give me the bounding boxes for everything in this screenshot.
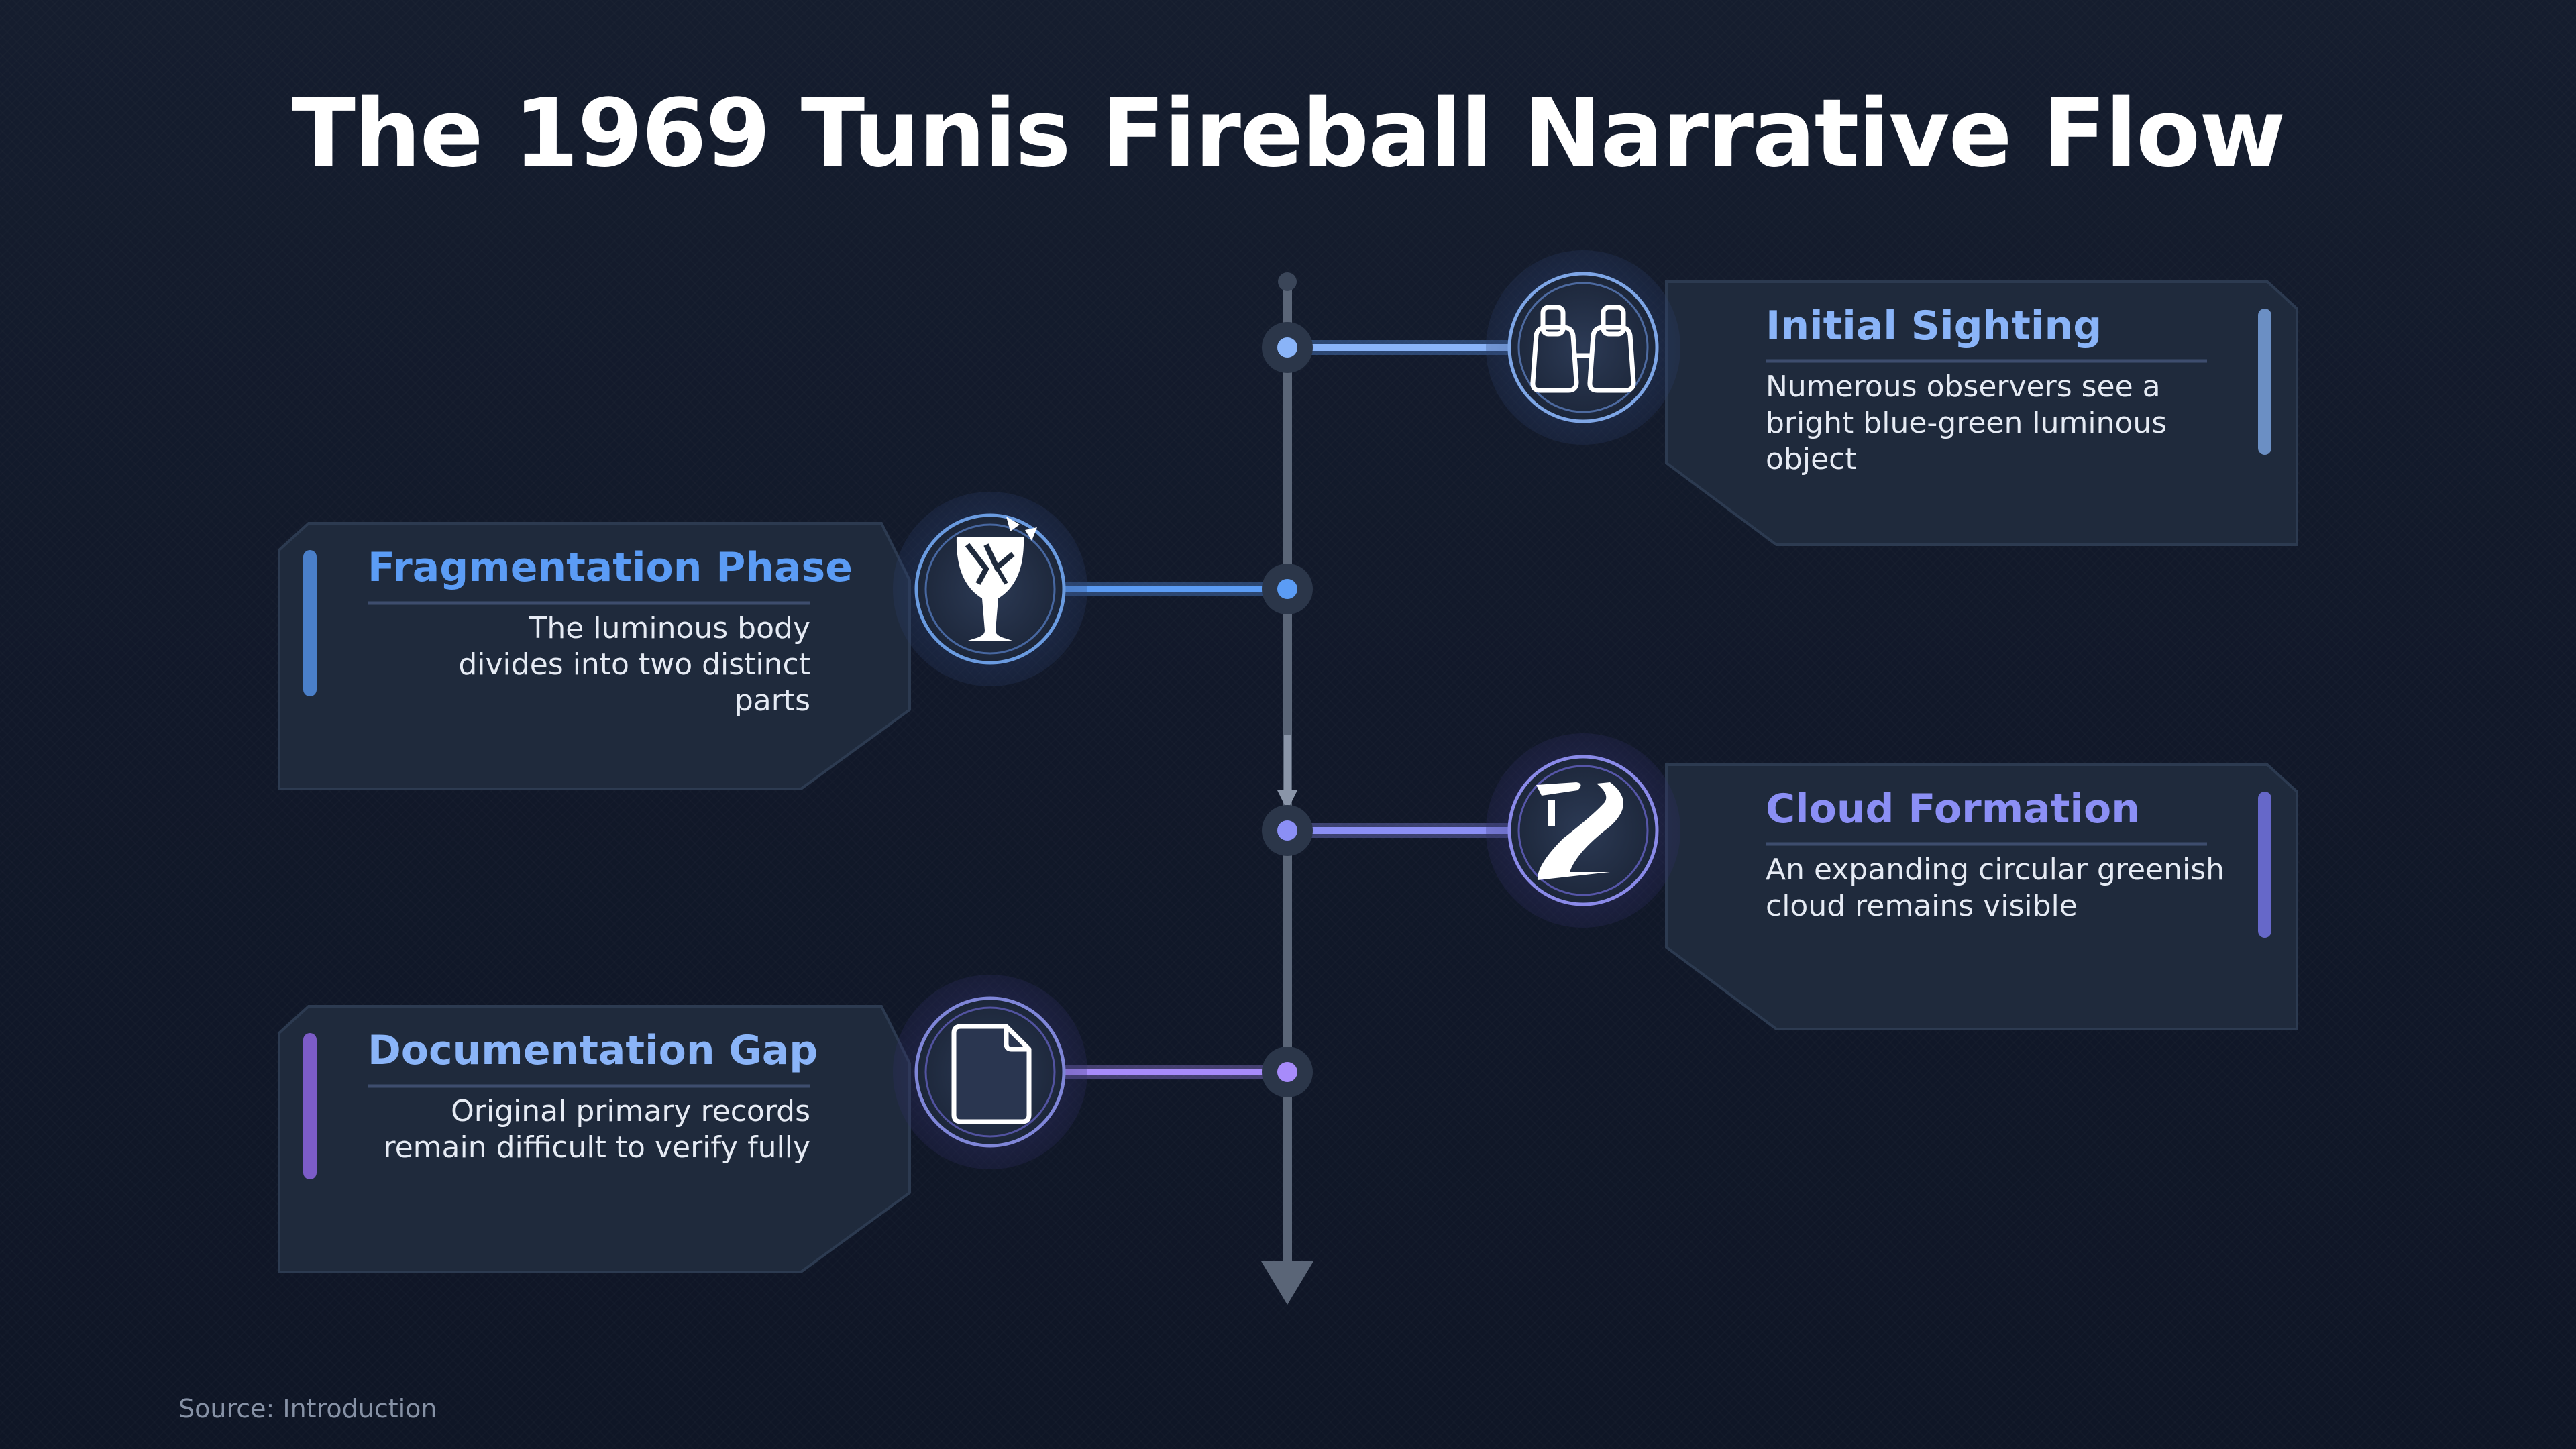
card-initial-sighting [1665,280,2298,546]
card-accent-bar [2258,309,2271,455]
step-title: Initial Sighting [1766,303,2102,350]
card-documentation-gap [278,1005,911,1273]
card-fragmentation-phase [278,522,911,790]
axis-mid-arrow-icon [1277,790,1297,810]
step-initial-sighting [1262,250,2298,546]
step-description: Numerous observers see a bright blue-gre… [1766,370,2167,476]
card-text-fragmentation-phase: Fragmentation Phase The luminous body di… [368,541,853,719]
step-description: Original primary records remain difficul… [383,1094,810,1165]
step-description: An expanding circular greenish cloud rem… [1766,853,2225,923]
step-cloud-formation [1262,733,2298,1030]
page-title: The 1969 Tunis Fireball Narrative Flow [291,79,2286,189]
binoculars-icon [1530,305,1636,393]
step-description: The luminous body divides into two disti… [458,611,810,718]
step-fragmentation-phase [278,492,1313,790]
step-documentation-gap [278,975,1313,1273]
step-title: Cloud Formation [1766,786,2140,833]
timeline-axis [1261,272,1313,1305]
card-accent-bar [303,1033,317,1179]
axis-arrowhead [1261,1261,1313,1305]
step-title: Fragmentation Phase [368,544,853,591]
card-text-documentation-gap: Documentation Gap Original primary recor… [368,1024,818,1166]
card-accent-bar [303,550,317,696]
step-title: Documentation Gap [368,1027,818,1074]
card-cloud-formation [1665,763,2298,1030]
source-caption: Source: Introduction [178,1394,437,1424]
document-icon [951,1024,1032,1124]
winding-road-icon [1536,782,1634,880]
card-text-initial-sighting: Initial Sighting Numerous observers see … [1766,299,2249,478]
broken-glass-icon [956,517,1037,641]
card-text-cloud-formation: Cloud Formation An expanding circular gr… [1766,782,2235,924]
card-accent-bar [2258,792,2271,938]
